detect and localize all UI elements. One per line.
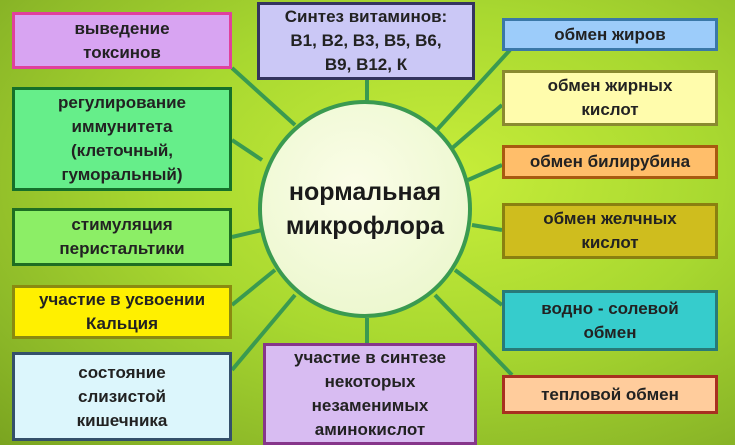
box-amino-acids: участие в синтезе некоторых незаменимых … — [263, 343, 477, 445]
box-vitamins: Синтез витаминов: B1, B2, B3, B5, B6, B9… — [257, 2, 475, 80]
box-peristalsis: стимуляция перистальтики — [12, 208, 232, 266]
box-bile-acids: обмен желчных кислот — [502, 203, 718, 259]
box-calcium: участие в усвоении Кальция — [12, 285, 232, 339]
box-heat: тепловой обмен — [502, 375, 718, 414]
box-water-salt: водно - солевой обмен — [502, 290, 718, 351]
box-toxins: выведение токсинов — [12, 12, 232, 69]
box-immunity: регулирование иммунитета (клеточный, гум… — [12, 87, 232, 191]
box-fatty-acids: обмен жирных кислот — [502, 70, 718, 126]
box-bilirubin: обмен билирубина — [502, 145, 718, 179]
box-mucosa: состояние слизистой кишечника — [12, 352, 232, 441]
box-fats: обмен жиров — [502, 18, 718, 51]
center-normal-microflora: нормальная микрофлора — [258, 100, 472, 318]
